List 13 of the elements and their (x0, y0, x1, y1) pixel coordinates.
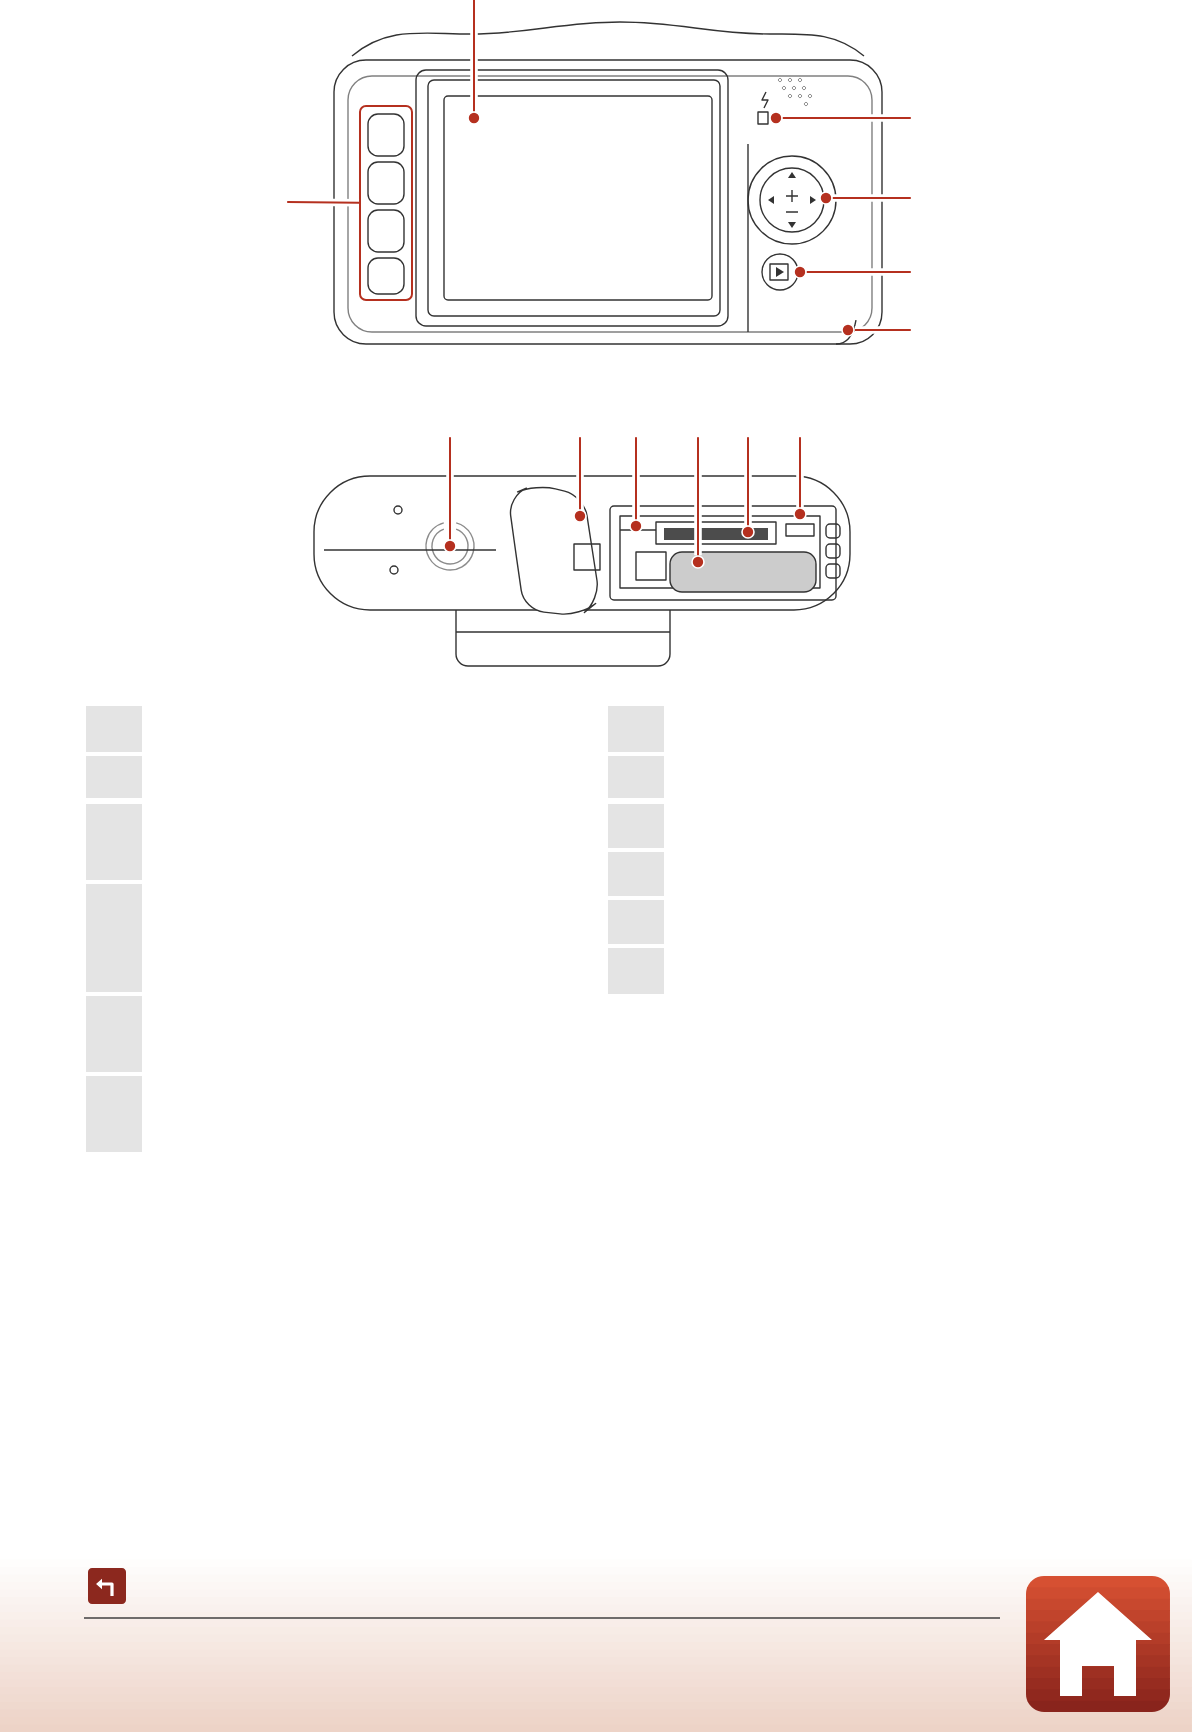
leader-line (781, 114, 912, 122)
leader-line (576, 436, 584, 511)
leader-line (446, 436, 454, 541)
leader-line (286, 198, 360, 207)
leader-line (632, 436, 640, 521)
leader-line (694, 436, 702, 557)
leader-line (831, 194, 912, 202)
leader-line (853, 326, 912, 334)
leader-line (796, 436, 804, 509)
leader-line (805, 268, 912, 276)
leader-line (744, 436, 752, 527)
leader-line (470, 0, 478, 113)
button-group-outline (359, 105, 413, 301)
